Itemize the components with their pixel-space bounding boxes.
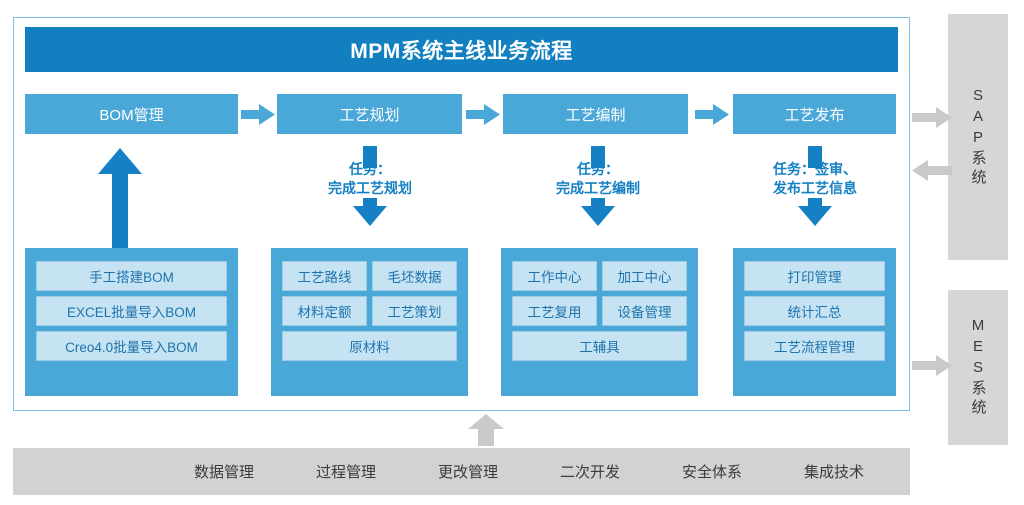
phase-box-planning[interactable]: 工艺规划 [277,94,462,134]
arrow-left-icon [912,160,952,181]
phase-box-authoring[interactable]: 工艺编制 [503,94,688,134]
task-label-line2: 发布工艺信息 [773,180,857,196]
arrow-down-icon [798,198,832,226]
module-chip[interactable]: 工作中心 [512,261,597,291]
external-system-label: SAP系统 [969,86,987,188]
foundation-item-data[interactable]: 数据管理 [193,464,254,481]
foundation-item-security[interactable]: 安全体系 [681,464,742,481]
module-chip[interactable]: 手工搭建BOM [36,261,227,291]
arrow-up-icon [468,414,504,446]
arrow-right-icon [912,355,952,376]
module-chip[interactable]: 打印管理 [744,261,885,291]
page-title: MPM系统主线业务流程 [350,39,573,63]
module-chip[interactable]: 材料定额 [282,296,367,326]
module-group-authoring: 工作中心 加工中心 工艺复用 设备管理 工辅具 [501,248,698,396]
module-group-release: 打印管理 统计汇总 工艺流程管理 [733,248,896,396]
module-group-bom: 手工搭建BOM EXCEL批量导入BOM Creo4.0批量导入BOM [25,248,238,396]
module-chip-row: 工作中心 加工中心 [512,261,687,296]
task-arrow-stem [808,146,822,168]
task-annotation-planning: 任务： 完成工艺规划 [270,146,470,226]
arrow-right-icon [466,104,500,125]
diagram-title-bar: MPM系统主线业务流程 [25,27,898,72]
phase-label: BOM管理 [99,106,164,124]
module-chip[interactable]: 统计汇总 [744,296,885,326]
phase-label: 工艺发布 [784,106,845,124]
foundation-bar: 数据管理 过程管理 更改管理 二次开发 安全体系 集成技术 [13,448,910,495]
task-arrow-stem [591,146,605,168]
arrow-right-icon [695,104,729,125]
module-chip[interactable]: Creo4.0批量导入BOM [36,331,227,361]
module-group-planning: 工艺路线 毛坯数据 材料定额 工艺策划 原材料 [271,248,468,396]
module-chip-row: 工艺复用 设备管理 [512,296,687,331]
arrow-up-icon [98,148,142,248]
foundation-item-integration[interactable]: 集成技术 [803,464,864,481]
external-system-sap[interactable]: SAP系统 [948,14,1008,260]
module-chip[interactable]: 工艺复用 [512,296,597,326]
task-annotation-authoring: 任务： 完成工艺编制 [498,146,698,226]
module-chip[interactable]: 设备管理 [602,296,687,326]
task-arrow-stem [363,146,377,168]
arrow-down-icon [581,198,615,226]
task-label-line1: 任务：签审、 [773,161,857,177]
phase-box-bom[interactable]: BOM管理 [25,94,238,134]
task-label-line2: 完成工艺编制 [556,180,640,196]
task-label-line1: 任务： [577,161,619,177]
phase-box-release[interactable]: 工艺发布 [733,94,896,134]
arrow-right-icon [912,107,952,128]
external-system-mes[interactable]: MES系统 [948,290,1008,445]
external-system-label: MES系统 [969,317,987,418]
module-chip[interactable]: 工艺策划 [372,296,457,326]
task-label-line2: 完成工艺规划 [328,180,412,196]
arrow-down-icon [353,198,387,226]
module-chip[interactable]: 原材料 [282,331,457,361]
task-label-line1: 任务： [349,161,391,177]
module-chip[interactable]: EXCEL批量导入BOM [36,296,227,326]
module-chip[interactable]: 毛坯数据 [372,261,457,291]
module-chip[interactable]: 加工中心 [602,261,687,291]
foundation-item-process[interactable]: 过程管理 [315,464,376,481]
phase-label: 工艺规划 [339,106,400,124]
module-chip[interactable]: 工艺流程管理 [744,331,885,361]
module-chip-row: 材料定额 工艺策划 [282,296,457,331]
foundation-item-dev[interactable]: 二次开发 [559,464,620,481]
task-annotation-release: 任务：签审、 发布工艺信息 [715,146,915,226]
module-chip-row: 工艺路线 毛坯数据 [282,261,457,296]
foundation-item-change[interactable]: 更改管理 [437,464,498,481]
module-chip[interactable]: 工艺路线 [282,261,367,291]
arrow-right-icon [241,104,275,125]
module-chip[interactable]: 工辅具 [512,331,687,361]
phase-label: 工艺编制 [565,106,626,124]
